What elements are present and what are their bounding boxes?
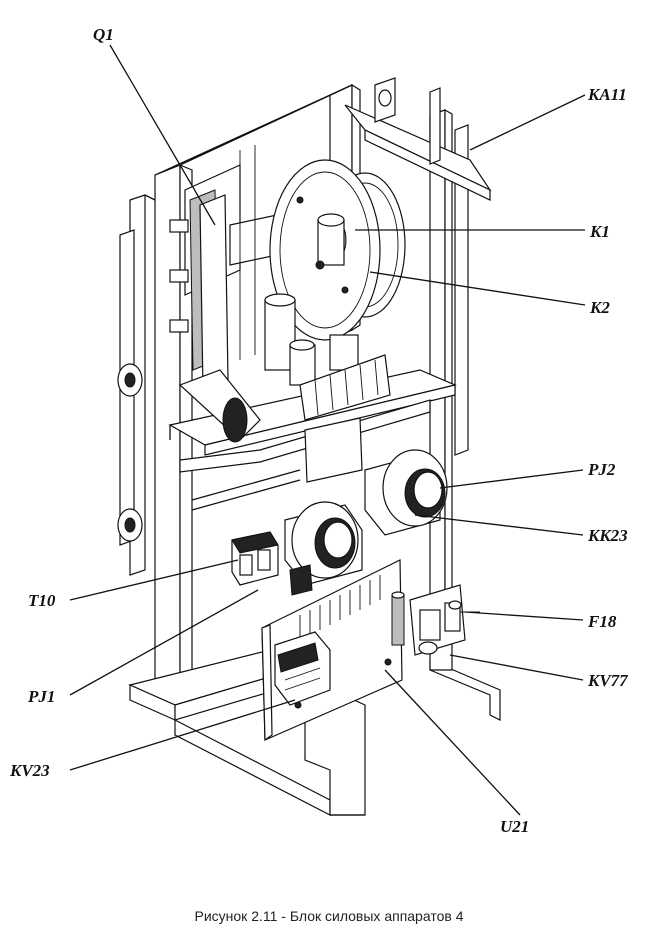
- label-pj2: PJ2: [587, 460, 616, 479]
- label-kv77: KV77: [587, 671, 629, 690]
- kv23-relay: [274, 631, 331, 706]
- kk23-meter: [284, 501, 363, 596]
- label-kk23: KK23: [587, 526, 628, 545]
- t10-transformer: [231, 531, 279, 586]
- label-k2: K2: [589, 298, 610, 317]
- label-kv23: KV23: [9, 761, 50, 780]
- ka11-bracket: [374, 77, 441, 165]
- pj2-meter: [364, 449, 448, 536]
- figure-caption: Рисунок 2.11 - Блок силовых аппаратов 4: [194, 908, 464, 924]
- label-q1: Q1: [93, 25, 114, 44]
- k1-k2-disc-assembly: [269, 159, 406, 341]
- label-u21: U21: [500, 817, 529, 836]
- roller-bottom: [117, 508, 143, 542]
- q1-switch: [169, 145, 301, 443]
- leader-lines: [69, 44, 586, 816]
- label-t10: T10: [28, 591, 56, 610]
- f18-kv77-module: [409, 584, 480, 656]
- label-k1: K1: [589, 222, 610, 241]
- label-f18: F18: [587, 612, 617, 631]
- label-ka11: KA11: [587, 85, 627, 104]
- roller-top: [117, 363, 143, 397]
- relay-block: [264, 293, 391, 421]
- shunt-plate: [304, 417, 363, 483]
- label-pj1: PJ1: [27, 687, 55, 706]
